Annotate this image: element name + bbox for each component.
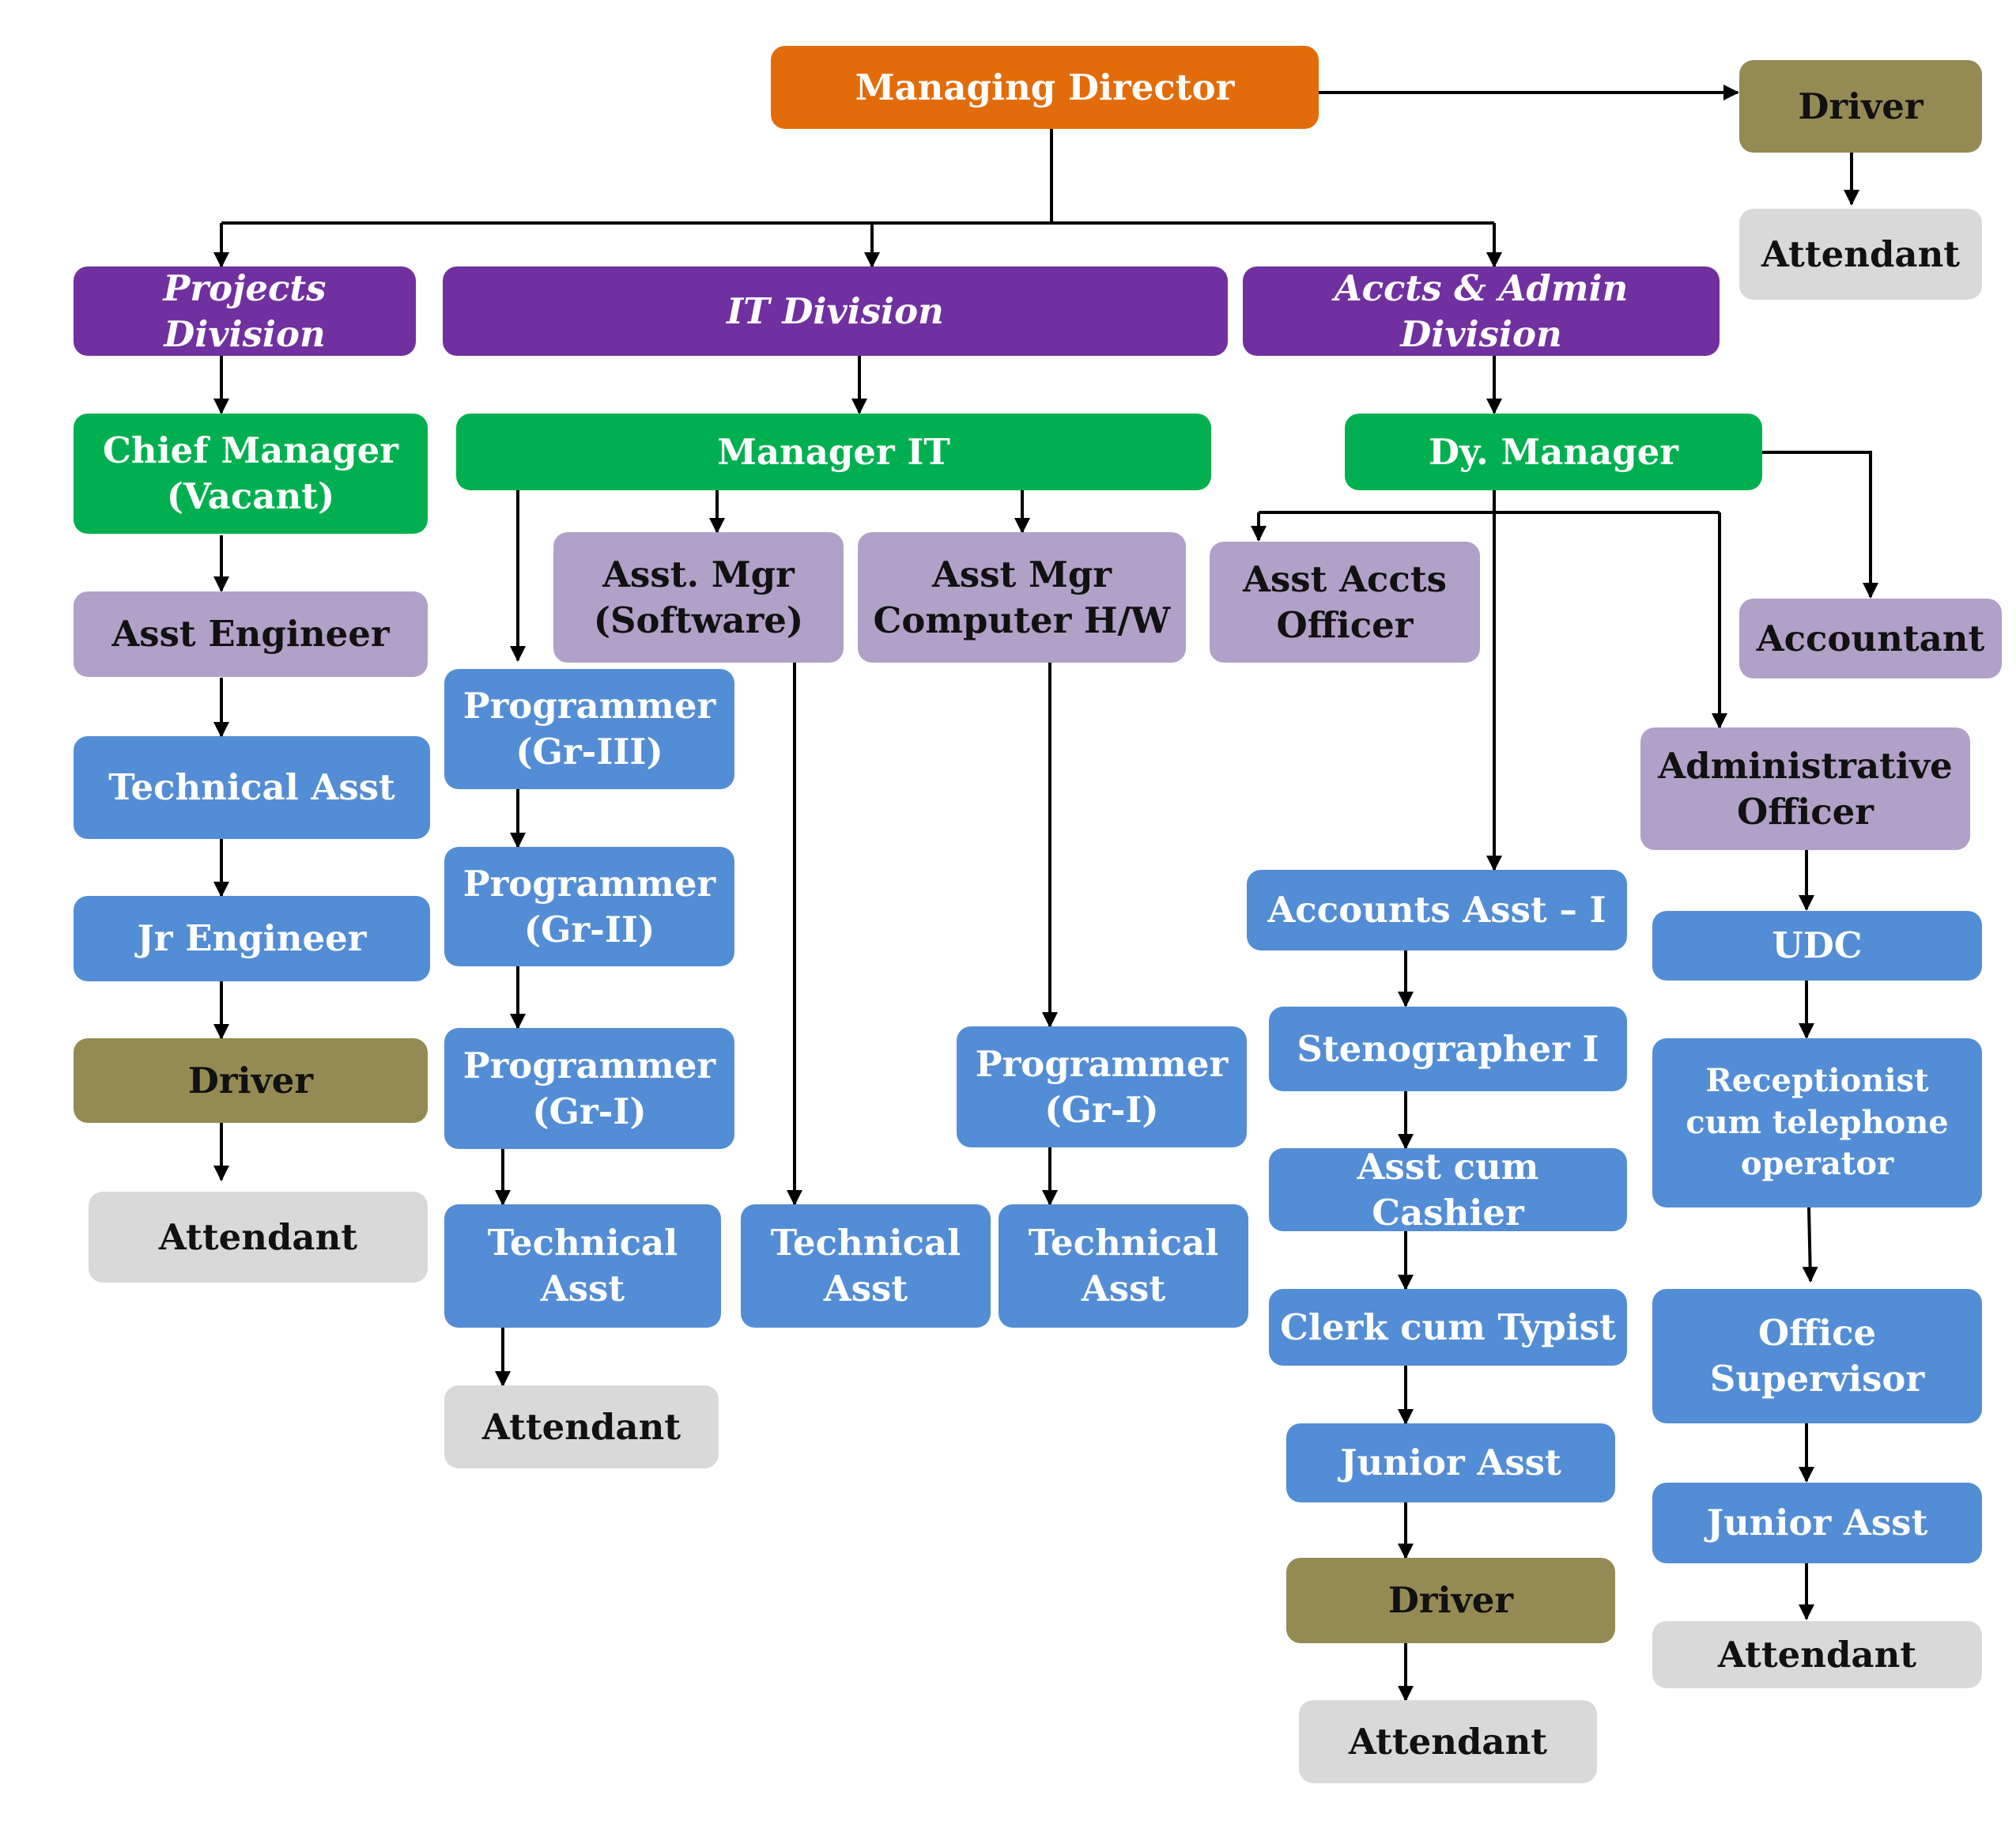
technical-asst-box: Technical Asst bbox=[74, 736, 430, 839]
projects-division-label: Projects Division bbox=[163, 266, 327, 355]
technical-asst-label: Technical Asst bbox=[108, 766, 395, 809]
programmer-gr1-hw-box: Programmer (Gr-I) bbox=[957, 1026, 1247, 1147]
junior-asst-box: Junior Asst bbox=[1286, 1423, 1615, 1502]
stenographer-box: Stenographer I bbox=[1269, 1007, 1627, 1091]
accts-driver-box: Driver bbox=[1286, 1558, 1615, 1643]
managing-director-box: Managing Director bbox=[771, 46, 1319, 129]
administrative-officer-box: Administrative Officer bbox=[1640, 727, 1970, 850]
asst-accts-officer-label: Asst Accts Officer bbox=[1243, 557, 1447, 646]
dy-manager-box: Dy. Manager bbox=[1345, 414, 1762, 490]
accounts-asst-box: Accounts Asst – I bbox=[1247, 870, 1627, 950]
receptionist-label: Receptionist cum telephone operator bbox=[1686, 1061, 1949, 1183]
asst-engineer-box: Asst Engineer bbox=[74, 591, 428, 677]
projects-driver-box: Driver bbox=[74, 1038, 428, 1123]
it-technical-asst-3-box: Technical Asst bbox=[999, 1204, 1248, 1328]
udc-label: UDC bbox=[1772, 924, 1863, 967]
asst-mgr-software-label: Asst. Mgr (Software) bbox=[593, 553, 804, 641]
junior-asst-label: Junior Asst bbox=[1340, 1442, 1561, 1484]
projects-driver-label: Driver bbox=[187, 1059, 314, 1102]
md-driver-label: Driver bbox=[1798, 85, 1924, 127]
it-technical-asst-2-box: Technical Asst bbox=[741, 1204, 991, 1328]
it-technical-asst-3-label: Technical Asst bbox=[1028, 1222, 1219, 1309]
asst-mgr-software-box: Asst. Mgr (Software) bbox=[553, 532, 844, 663]
md-attendant-label: Attendant bbox=[1761, 232, 1961, 275]
manager-it-label: Manager IT bbox=[717, 430, 950, 473]
admin-attendant-label: Attendant bbox=[1717, 1633, 1917, 1676]
md-attendant-box: Attendant bbox=[1739, 209, 1982, 300]
projects-division-box: Projects Division bbox=[74, 266, 416, 356]
asst-cashier-box: Asst cum Cashier bbox=[1269, 1146, 1627, 1234]
programmer-gr2-label: Programmer (Gr-II) bbox=[462, 862, 716, 950]
it-division-label: IT Division bbox=[727, 289, 944, 332]
admin-junior-asst-label: Junior Asst bbox=[1706, 1502, 1928, 1544]
managing-director-label: Managing Director bbox=[855, 66, 1235, 108]
programmer-gr1-label: Programmer (Gr-I) bbox=[462, 1044, 716, 1132]
programmer-gr1-box: Programmer (Gr-I) bbox=[444, 1028, 734, 1149]
chief-manager-label: Chief Manager (Vacant) bbox=[103, 429, 398, 517]
asst-mgr-hw-box: Asst Mgr Computer H/W bbox=[858, 532, 1186, 663]
it-attendant-box: Attendant bbox=[444, 1385, 719, 1468]
connector-adm-3 bbox=[1802, 1207, 1818, 1283]
projects-attendant-box: Attendant bbox=[89, 1192, 428, 1283]
clerk-typist-label: Clerk cum Typist bbox=[1280, 1306, 1616, 1348]
accts-admin-division-box: Accts & Admin Division bbox=[1243, 266, 1720, 356]
programmer-gr1-hw-label: Programmer (Gr-I) bbox=[975, 1042, 1229, 1131]
projects-attendant-label: Attendant bbox=[158, 1215, 358, 1258]
receptionist-box: Receptionist cum telephone operator bbox=[1652, 1038, 1982, 1207]
it-technical-asst-1-label: Technical Asst bbox=[487, 1222, 678, 1309]
connector-dymgr-accountant bbox=[1761, 451, 1878, 599]
accts-driver-label: Driver bbox=[1387, 1579, 1514, 1622]
programmer-gr3-box: Programmer (Gr-III) bbox=[444, 669, 734, 789]
chief-manager-box: Chief Manager (Vacant) bbox=[74, 414, 428, 534]
md-driver-box: Driver bbox=[1739, 60, 1982, 153]
udc-box: UDC bbox=[1652, 911, 1982, 981]
clerk-typist-box: Clerk cum Typist bbox=[1269, 1289, 1627, 1366]
asst-accts-officer-box: Asst Accts Officer bbox=[1210, 542, 1480, 663]
office-supervisor-box: Office Supervisor bbox=[1652, 1289, 1982, 1423]
programmer-gr2-box: Programmer (Gr-II) bbox=[444, 847, 734, 966]
accounts-asst-label: Accounts Asst – I bbox=[1267, 889, 1606, 932]
accountant-box: Accountant bbox=[1739, 599, 2002, 678]
jr-engineer-box: Jr Engineer bbox=[74, 896, 430, 981]
asst-mgr-hw-label: Asst Mgr Computer H/W bbox=[873, 553, 1171, 641]
manager-it-box: Manager IT bbox=[456, 414, 1211, 490]
accountant-label: Accountant bbox=[1756, 617, 1985, 659]
accts-attendant-label: Attendant bbox=[1348, 1720, 1548, 1763]
dy-manager-label: Dy. Manager bbox=[1429, 430, 1678, 473]
accts-attendant-box: Attendant bbox=[1299, 1700, 1597, 1783]
admin-junior-asst-box: Junior Asst bbox=[1652, 1483, 1982, 1563]
office-supervisor-label: Office Supervisor bbox=[1709, 1312, 1925, 1400]
it-division-box: IT Division bbox=[443, 266, 1228, 356]
jr-engineer-label: Jr Engineer bbox=[137, 917, 367, 960]
it-attendant-label: Attendant bbox=[481, 1405, 681, 1448]
it-technical-asst-1-box: Technical Asst bbox=[444, 1204, 721, 1328]
asst-engineer-label: Asst Engineer bbox=[111, 613, 390, 656]
programmer-gr3-label: Programmer (Gr-III) bbox=[462, 685, 716, 773]
it-technical-asst-2-label: Technical Asst bbox=[770, 1222, 961, 1309]
administrative-officer-label: Administrative Officer bbox=[1658, 744, 1953, 833]
asst-cashier-label: Asst cum Cashier bbox=[1357, 1145, 1539, 1234]
accts-admin-division-label: Accts & Admin Division bbox=[1334, 266, 1629, 355]
admin-attendant-box: Attendant bbox=[1652, 1621, 1982, 1688]
stenographer-label: Stenographer I bbox=[1297, 1027, 1599, 1070]
